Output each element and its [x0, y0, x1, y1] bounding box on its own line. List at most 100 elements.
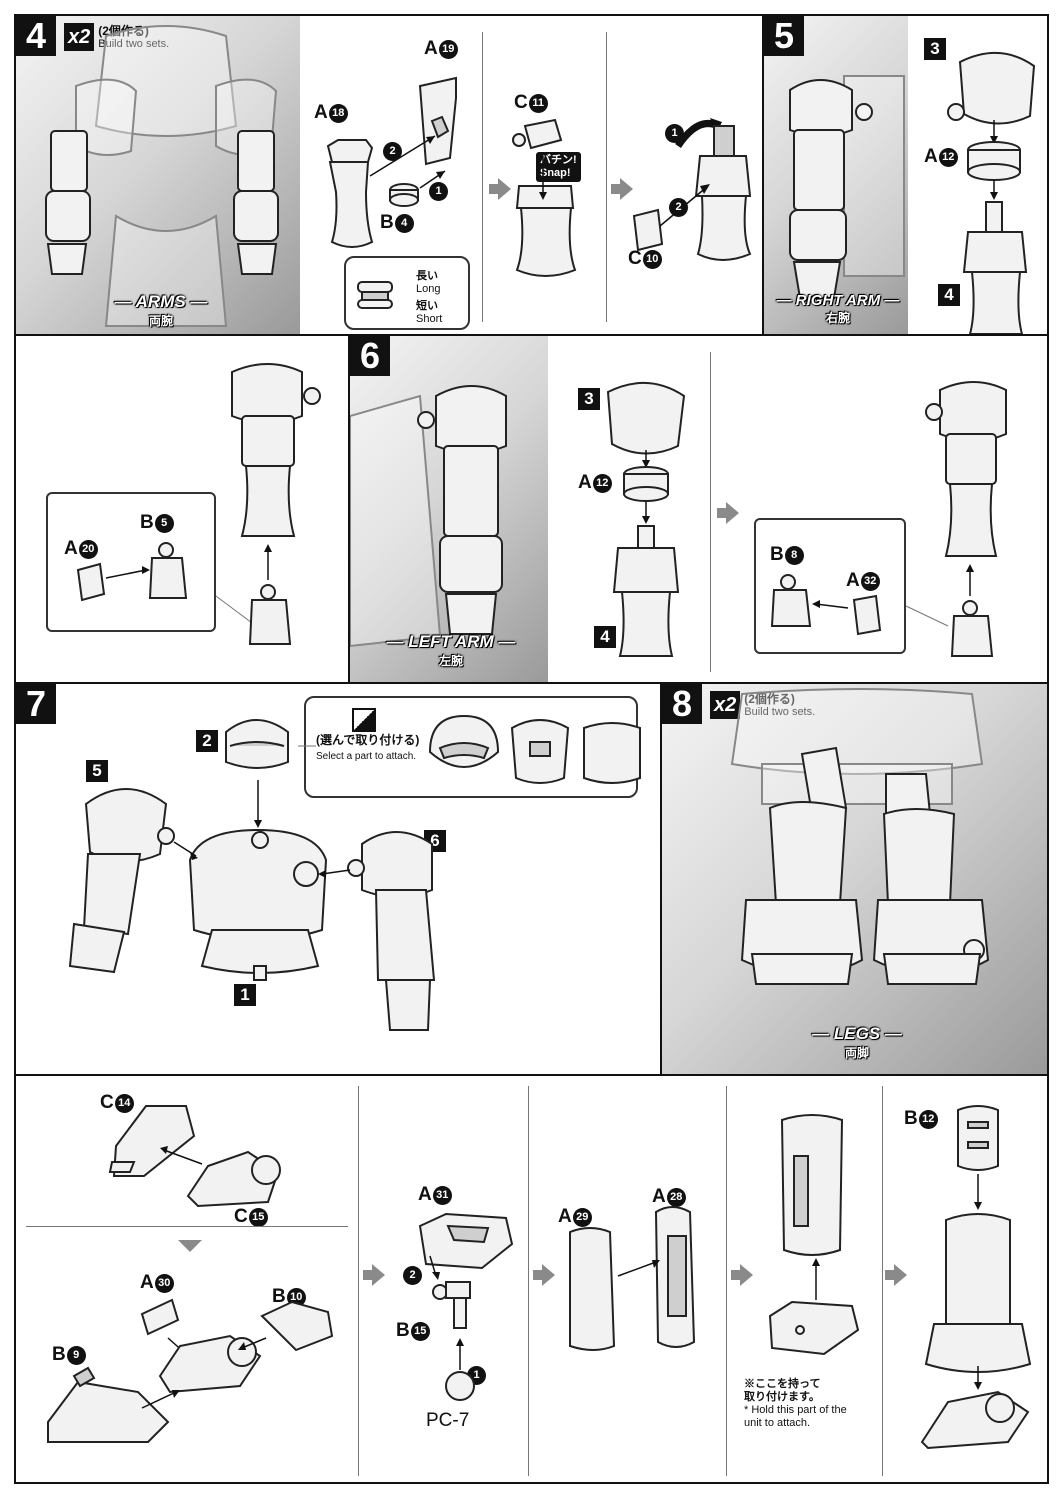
ankle-parts: [418, 1212, 514, 1401]
left-arm-assembled: [905, 381, 1007, 657]
label-part-1: 1: [234, 984, 256, 1006]
step4-caption-jp: 両腕: [148, 314, 173, 328]
foot-parts-bottom: [47, 1298, 334, 1443]
step4-number: 4: [16, 16, 56, 56]
divider: [482, 32, 483, 322]
right-arm-illustration: [789, 75, 905, 299]
choice-icon: [352, 708, 376, 732]
label-part-3: 3: [578, 388, 600, 410]
step6-number: 6: [350, 336, 390, 376]
step4-arms-illustration: [45, 25, 279, 327]
step5-parts: [947, 52, 1036, 334]
step8-multiplier: x2 (2個作る)Build two sets.: [710, 690, 815, 720]
divider: [606, 32, 607, 322]
label-part-5: 5: [86, 760, 108, 782]
ankle-arrow-2: 2: [403, 1266, 422, 1285]
divider: [882, 1086, 883, 1476]
divider: [726, 1086, 727, 1476]
next-arrow: [533, 1264, 555, 1286]
label-part-4: 4: [594, 626, 616, 648]
shin-halves: [569, 1206, 696, 1351]
step4c-parts: [632, 118, 752, 261]
step4-caption: — ARMS — 両腕: [76, 292, 246, 329]
head-options: [428, 714, 641, 784]
step8-illustration-panel: 8 x2 (2個作る)Build two sets. — LEGS — 両脚: [660, 682, 1049, 1076]
next-arrow: [885, 1264, 907, 1286]
step6-caption-en: — LEFT ARM —: [386, 632, 516, 651]
step6-illustration-panel: 6 — LEFT ARM — 左腕: [348, 334, 550, 684]
step5-number: 5: [764, 16, 804, 56]
step8-caption-en: — LEGS —: [812, 1024, 902, 1043]
divider: [528, 1086, 529, 1476]
leg-final: [920, 1105, 1032, 1450]
step8-caption-jp: 両脚: [844, 1046, 869, 1060]
step7-torso-assembly: [68, 719, 436, 1031]
washer-icon: [357, 281, 393, 309]
step7-number: 7: [16, 684, 56, 724]
step4a-parts: [326, 76, 457, 248]
step4-multiplier: x2 (2個作る)Build two sets.: [64, 22, 169, 52]
label-part-2: 2: [196, 730, 218, 752]
step7-panel: 7 2 5 6 1 (選んで取り付ける) Select a part to at…: [14, 682, 662, 1076]
select-en: Select a part to attach.: [316, 751, 417, 762]
step5-illustration-panel: 5 — RIGHT ARM — 右腕: [762, 14, 910, 336]
foot-parts-top: [108, 1105, 281, 1208]
next-arrow: [731, 1264, 753, 1286]
step8-caption: — LEGS — 両脚: [762, 1024, 952, 1061]
step4-x2-badge: x2: [64, 23, 95, 51]
divider: [710, 352, 711, 672]
step4-x2-en: Build two sets.: [98, 38, 169, 50]
step5-caption-jp: 右腕: [825, 311, 850, 325]
next-arrow: [363, 1264, 385, 1286]
step8-x2-en: Build two sets.: [744, 706, 815, 718]
step6-parts: [606, 382, 686, 657]
select-part-callout: (選んで取り付ける) Select a part to attach.: [304, 696, 641, 798]
step8-number: 8: [662, 684, 702, 724]
label-pc7: PC-7: [426, 1410, 470, 1431]
next-arrow: [717, 502, 739, 524]
step4-illustration-panel: 4 x2 (2個作る)Build two sets. — ARMS — 両腕: [14, 14, 302, 336]
label-part-4: 4: [938, 284, 960, 306]
right-arm-assembled: [215, 363, 321, 645]
step4c-arrow-2: 2: [669, 198, 688, 217]
left-arm-illustration: [350, 385, 507, 648]
step4-caption-en: — ARMS —: [114, 292, 208, 311]
step6-caption-jp: 左腕: [438, 654, 463, 668]
step4b-parts: [512, 118, 577, 277]
divider: [26, 1226, 348, 1227]
step4-arrow-1: 1: [429, 182, 448, 201]
step4-arrow-2: 2: [383, 142, 402, 161]
left-hand-parts: [770, 574, 882, 636]
hand-parts: [76, 542, 188, 602]
next-arrow: [611, 178, 633, 200]
next-arrow: [489, 178, 511, 200]
label-part-3: 3: [924, 38, 946, 60]
step5-caption-en: — RIGHT ARM —: [776, 292, 900, 309]
step8-x2-jp: (2個作る): [744, 692, 795, 706]
